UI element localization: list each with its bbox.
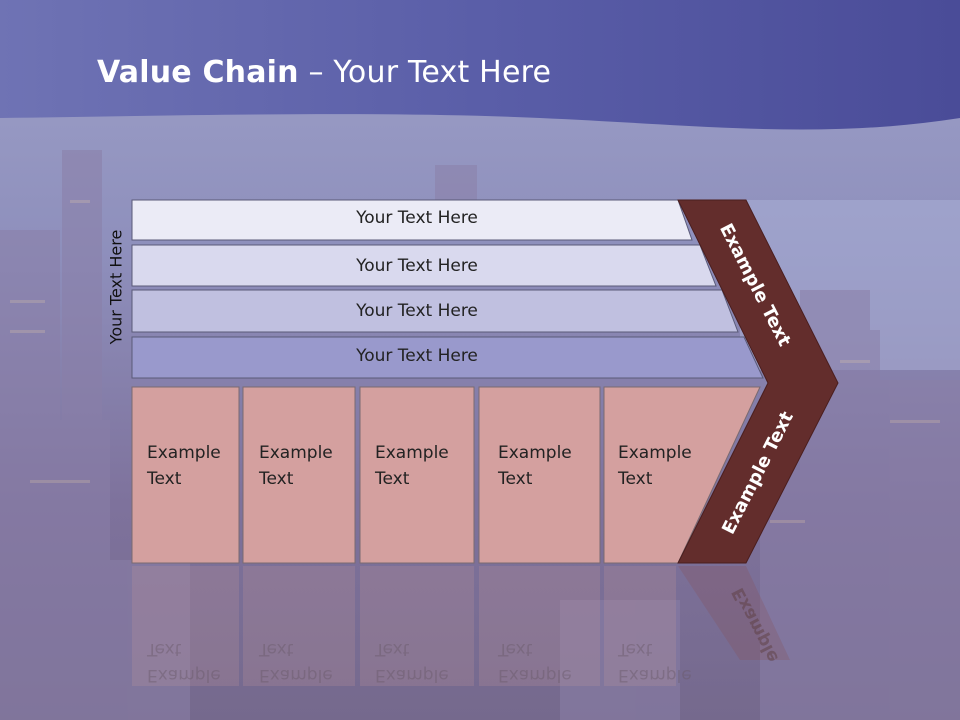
box-1-line-2: Text bbox=[147, 469, 182, 489]
reflection-text-1: Example Text bbox=[147, 636, 221, 688]
box-2-line-2: Text bbox=[259, 469, 294, 489]
reflection-1-line-1: Example bbox=[147, 665, 221, 685]
primary-box-1 bbox=[131, 386, 240, 564]
support-bar-1 bbox=[131, 199, 693, 241]
box-5-line-2: Text bbox=[618, 469, 653, 489]
reflection-text-2: Example Text bbox=[259, 636, 333, 688]
header-band bbox=[0, 0, 960, 130]
reflection-text-3: Example Text bbox=[375, 636, 449, 688]
support-bar-3 bbox=[131, 289, 739, 333]
reflection-text-4: Example Text bbox=[498, 636, 572, 688]
primary-box-2 bbox=[242, 386, 356, 564]
reflection-5-line-1: Example bbox=[618, 665, 692, 685]
box-5-line-1: Example bbox=[618, 443, 692, 463]
support-bar-label-2[interactable]: Your Text Here bbox=[356, 256, 478, 276]
support-bar-4 bbox=[131, 336, 764, 379]
box-4-line-1: Example bbox=[498, 443, 572, 463]
primary-box-3 bbox=[359, 386, 475, 564]
margin-chevron bbox=[677, 199, 839, 564]
reflection bbox=[132, 566, 790, 686]
support-bar-label-3[interactable]: Your Text Here bbox=[356, 301, 478, 321]
primary-box-4 bbox=[478, 386, 601, 564]
box-3-line-2: Text bbox=[375, 469, 410, 489]
reflection-4-line-2: Text bbox=[498, 639, 533, 659]
box-1-line-1: Example bbox=[147, 443, 221, 463]
support-bar-label-4[interactable]: Your Text Here bbox=[356, 346, 478, 366]
support-activities-label[interactable]: Your Text Here bbox=[106, 229, 126, 345]
reflection-4-line-1: Example bbox=[498, 665, 572, 685]
reflection-2-line-2: Text bbox=[259, 639, 294, 659]
slide-title: Value Chain – Your Text Here bbox=[97, 55, 551, 90]
title-bold: Value Chain bbox=[97, 55, 299, 90]
reflection-1-line-2: Text bbox=[147, 639, 182, 659]
box-3-line-1: Example bbox=[375, 443, 449, 463]
reflection-3-line-1: Example bbox=[375, 665, 449, 685]
reflection-5-line-2: Text bbox=[618, 639, 653, 659]
title-rest: – Your Text Here bbox=[298, 55, 552, 90]
reflection-2-line-1: Example bbox=[259, 665, 333, 685]
reflection-3-line-2: Text bbox=[375, 639, 410, 659]
reflection-text-5: Example Text bbox=[618, 636, 692, 688]
support-bar-label-1[interactable]: Your Text Here bbox=[356, 208, 478, 228]
support-bar-2 bbox=[131, 244, 717, 287]
box-2-line-1: Example bbox=[259, 443, 333, 463]
box-4-line-2: Text bbox=[498, 469, 533, 489]
